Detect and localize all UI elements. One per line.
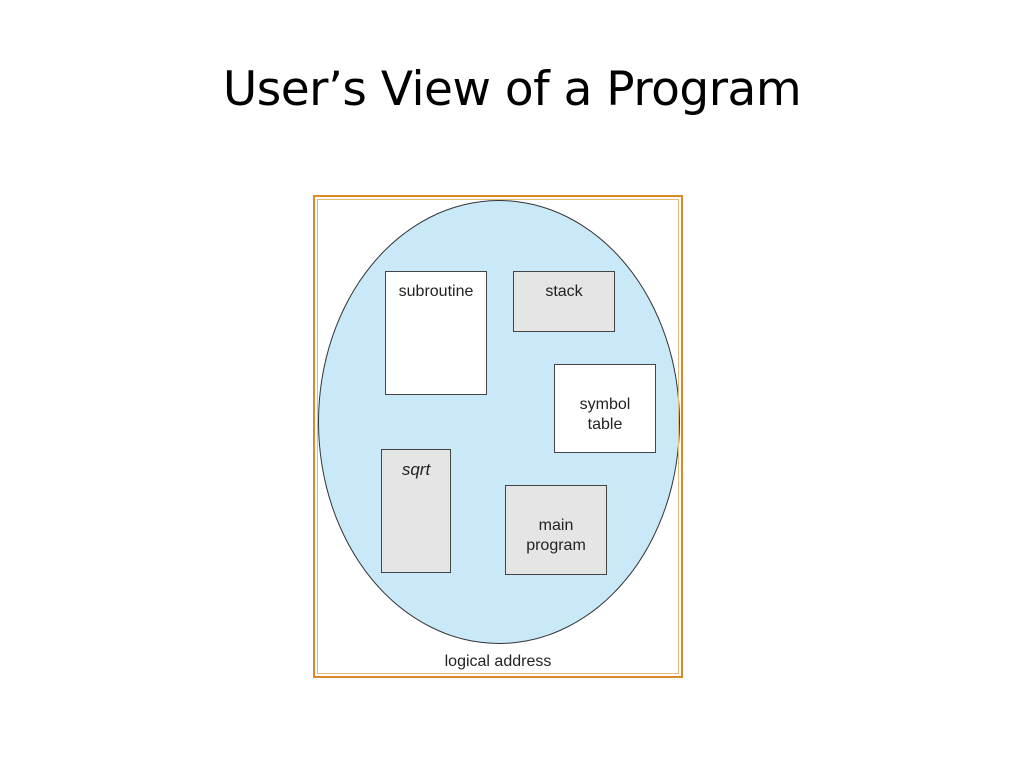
logical-address-diagram: subroutine stack symbol table sqrt main … xyxy=(313,195,683,678)
segment-sqrt-label: sqrt xyxy=(401,460,431,479)
segment-symbol-table-label: symbol table xyxy=(579,396,631,433)
segment-subroutine-label: subroutine xyxy=(398,283,474,300)
segment-main-program: main program xyxy=(505,485,607,575)
diagram-caption: logical address xyxy=(444,653,552,670)
segment-main-program-label: main program xyxy=(526,517,586,554)
segment-symbol-table: symbol table xyxy=(554,364,656,453)
segment-sqrt: sqrt xyxy=(381,449,451,573)
segment-stack-label: stack xyxy=(545,283,583,300)
segment-subroutine: subroutine xyxy=(385,271,487,395)
slide-title: User’s View of a Program xyxy=(222,62,802,117)
segment-stack: stack xyxy=(513,271,615,332)
